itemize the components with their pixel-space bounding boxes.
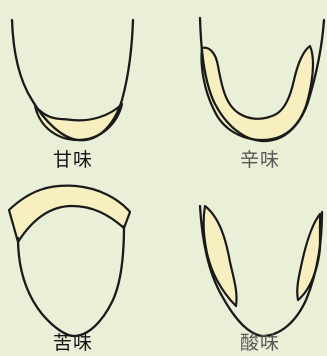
label-sour: 酸味 xyxy=(220,332,300,354)
label-sweet: 甘味 xyxy=(33,149,113,171)
label-spicy: 辛味 xyxy=(220,149,300,171)
label-bitter: 苦味 xyxy=(33,332,113,354)
taste-zone-sour-right xyxy=(297,214,320,300)
